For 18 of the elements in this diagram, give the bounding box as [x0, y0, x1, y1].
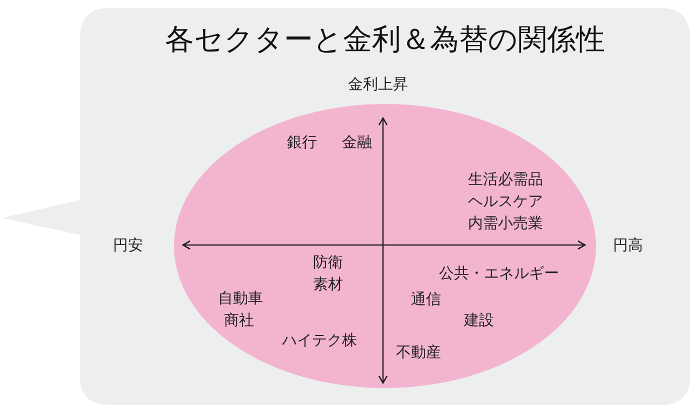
- sector-label: 自動車: [218, 289, 263, 307]
- sector-label: 素材: [313, 275, 343, 293]
- sector-label: ハイテク株: [282, 331, 357, 349]
- sector-label: 建設: [464, 311, 494, 329]
- sector-label: ヘルスケア: [468, 192, 543, 210]
- sector-label: 内需小売業: [468, 214, 543, 232]
- title: 各セクターと金利＆為替の関係性: [164, 21, 606, 58]
- axis-label: 円安: [113, 236, 143, 254]
- sector-label: 商社: [224, 311, 254, 329]
- axis-label: 円高: [613, 236, 643, 254]
- sector-label: 生活必需品: [468, 170, 543, 188]
- sector-label: 不動産: [396, 343, 441, 361]
- sector-label: 通信: [411, 290, 441, 308]
- sector-label: 公共・エネルギー: [439, 264, 559, 282]
- axis-label: 金利上昇: [348, 75, 408, 93]
- sector-label: 金融: [342, 133, 372, 151]
- sector-label: 防衛: [313, 253, 343, 271]
- sector-label: 銀行: [287, 133, 317, 151]
